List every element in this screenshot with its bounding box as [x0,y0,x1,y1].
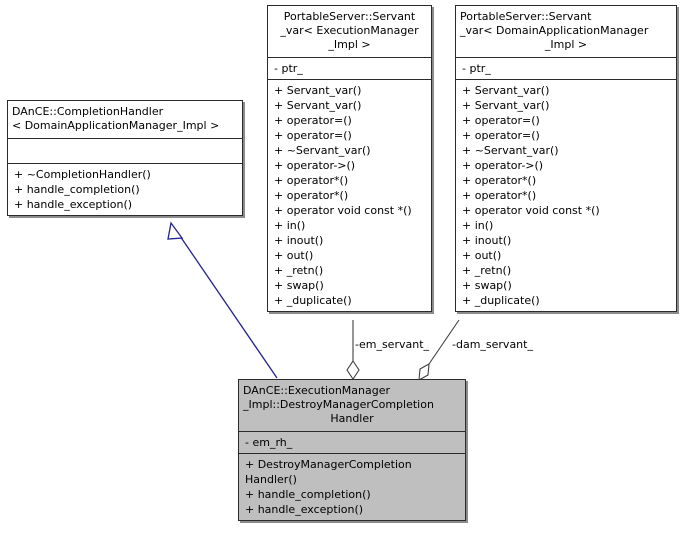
class-title-line: PortableServer::Servant [283,10,416,23]
operation-row: + handle_exception() [245,503,364,516]
class-title-completion-handler: DAnCE::CompletionHandler < DomainApplica… [8,101,242,138]
class-attributes-destroy-manager-completion-handler: - em_rh_ [239,431,465,453]
attribute-row: - ptr_ [274,62,303,75]
operation-row: + out() [462,249,502,262]
class-box-destroy-manager-completion-handler[interactable]: DAnCE::ExecutionManager _Impl::DestroyMa… [238,379,466,521]
operation-row: + operator->() [274,159,356,172]
class-attributes-servant-var-domain-application-manager: - ptr_ [456,57,676,79]
operation-row: + out() [274,249,314,262]
operation-row: + Servant_var() [274,99,362,112]
class-attributes-servant-var-execution-manager: - ptr_ [268,57,431,79]
operation-row: + operator=() [274,129,352,142]
operation-row: + operator=() [462,114,540,127]
class-title-servant-var-domain-application-manager: PortableServer::Servant _var< DomainAppl… [456,6,676,57]
edge-label-em-servant: -em_servant_ [355,338,430,351]
operation-row: + DestroyManagerCompletion Handler() [245,458,412,486]
operation-row: + operator->() [462,159,544,172]
operation-row: + operator*() [274,174,349,187]
class-attributes-completion-handler [8,138,242,163]
operation-row: + in() [274,219,306,232]
operation-row: + handle_completion() [245,488,371,501]
operation-row: + operator=() [274,114,352,127]
class-title-line: PortableServer::Servant [460,10,592,23]
operation-row: + operator*() [462,189,537,202]
operation-row: + _retn() [274,264,324,277]
operation-row: + inout() [274,234,324,247]
operation-row: + operator=() [462,129,540,142]
class-title-destroy-manager-completion-handler: DAnCE::ExecutionManager _Impl::DestroyMa… [239,380,465,431]
operation-row: + handle_exception() [14,198,133,211]
class-title-line: < DomainApplicationManager_Impl > [12,119,220,132]
operation-row: + operator void const *() [462,204,600,217]
operation-row: + operator void const *() [274,204,412,217]
operation-row: + ~CompletionHandler() [14,168,151,181]
operation-row: + ~Servant_var() [274,144,371,157]
operation-row: + _duplicate() [274,294,352,307]
operation-row: + inout() [462,234,512,247]
class-box-servant-var-execution-manager[interactable]: PortableServer::Servant _var< ExecutionM… [267,5,432,312]
attribute-row: - ptr_ [462,62,491,75]
operation-row: + handle_completion() [14,183,140,196]
inheritance-edge [167,221,278,379]
class-title-line: Handler [330,412,374,425]
class-operations-servant-var-execution-manager: + Servant_var() + Servant_var() + operat… [268,79,431,311]
class-title-line: DAnCE::CompletionHandler [12,105,164,118]
class-title-line: _var< DomainApplicationManager [460,24,649,37]
operation-row: + operator*() [274,189,349,202]
operation-row: + _duplicate() [462,294,540,307]
operation-row: + _retn() [462,264,512,277]
operation-row: + operator*() [462,174,537,187]
class-title-line: _Impl > [544,38,588,51]
class-operations-destroy-manager-completion-handler: + DestroyManagerCompletion Handler() + h… [239,453,465,520]
operation-row: + Servant_var() [274,84,362,97]
attribute-row: - em_rh_ [245,436,293,449]
class-box-servant-var-domain-application-manager[interactable]: PortableServer::Servant _var< DomainAppl… [455,5,677,312]
operation-row: + swap() [462,279,512,292]
class-title-line: _Impl > [328,38,371,51]
class-title-servant-var-execution-manager: PortableServer::Servant _var< ExecutionM… [268,6,431,57]
operation-row: + Servant_var() [462,84,550,97]
class-title-line: _Impl::DestroyManagerCompletion [243,398,434,411]
class-title-line: DAnCE::ExecutionManager [243,384,391,397]
empty-attributes-placeholder [14,142,237,160]
operation-row: + ~Servant_var() [462,144,559,157]
operation-row: + in() [462,219,494,232]
class-box-completion-handler[interactable]: DAnCE::CompletionHandler < DomainApplica… [7,100,243,216]
operation-row: + swap() [274,279,324,292]
edge-label-dam-servant: -dam_servant_ [452,338,533,351]
class-title-line: _var< ExecutionManager [280,24,419,37]
operation-row: + Servant_var() [462,99,550,112]
class-operations-completion-handler: + ~CompletionHandler() + handle_completi… [8,163,242,215]
class-operations-servant-var-domain-application-manager: + Servant_var() + Servant_var() + operat… [456,79,676,311]
